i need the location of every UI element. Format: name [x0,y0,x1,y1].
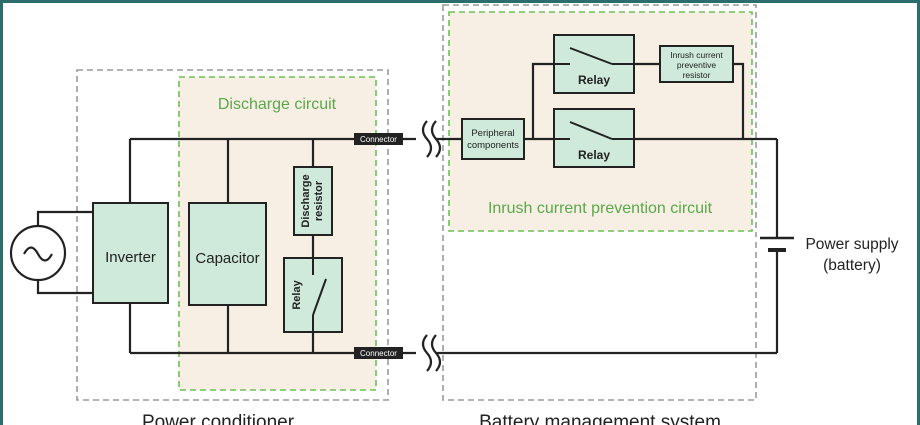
discharge-relay-label: Relay [291,279,303,309]
power-conditioner-label: Power conditioner [142,412,295,425]
ac-top-wire [36,210,93,225]
inrush-relay-top-switch-icon [569,47,613,65]
ac-source-icon [9,224,67,282]
inverter-box [92,202,169,304]
battery-management-region [442,4,757,401]
ac-bottom-wire [36,281,93,295]
discharge-circuit-label: Discharge circuit [218,96,337,113]
inrush-resistor-label-3: resistor [683,70,711,80]
top-wire-break [416,120,442,160]
power-supply-label-1: Power supply [805,236,898,253]
inrush-resistor-box [659,45,734,83]
peripheral-label-1: Peripheral [471,128,514,139]
connector-bottom: Connector [354,347,403,359]
bottom-wire-break [416,334,442,374]
capacitor-box [188,202,267,306]
inrush-loop-left [531,62,554,139]
inrush-relay-bottom-label: Relay [578,148,610,162]
peripheral-label-2: components [467,140,519,151]
power-supply-label-2: (battery) [823,257,881,274]
peripheral-components-box [461,118,525,160]
discharge-resistor-label-1: Discharge [300,174,312,227]
inrush-loop-right [733,62,745,139]
discharge-relay-switch-icon [312,278,327,316]
inrush-resistor-label-2: preventive [677,60,716,70]
discharge-resistor-label-2: resistor [313,180,325,221]
capacitor-label: Capacitor [195,250,259,267]
inrush-resistor-label-1: Inrush current [670,50,723,60]
inverter-label: Inverter [105,249,156,266]
connector-bottom-label: Connector [360,349,397,358]
power-conditioner-region [76,69,389,401]
connector-top-label: Connector [360,135,397,144]
inrush-circuit-label: Inrush current prevention circuit [488,200,713,217]
inrush-relay-bottom-switch-icon [569,121,613,140]
inrush-relay-top-label: Relay [578,73,610,87]
discharge-resistor-box [293,166,333,236]
connector-top: Connector [354,133,403,145]
battery-management-label: Battery management system [479,412,721,425]
battery-icon [750,236,804,252]
